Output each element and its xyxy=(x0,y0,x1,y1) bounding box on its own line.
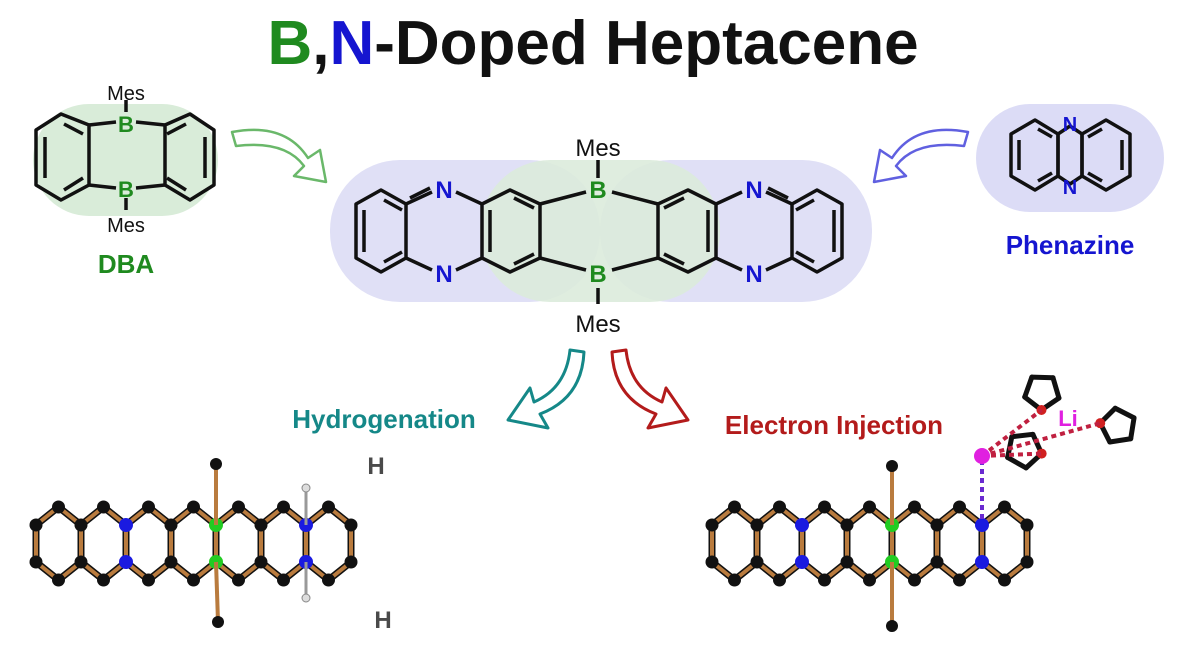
atom-c xyxy=(705,555,719,569)
title-rest: -Doped Heptacene xyxy=(374,9,918,78)
atom-c xyxy=(930,518,944,532)
center-mes-top: Mes xyxy=(575,135,620,162)
center-n-3: N xyxy=(745,177,762,204)
atom-c xyxy=(818,573,831,587)
dba-mes-top: Mes xyxy=(107,83,145,105)
atom-c xyxy=(930,555,944,569)
hydrogenation-arrow xyxy=(506,348,586,430)
atom-n xyxy=(795,518,809,532)
center-mes-bottom: Mes xyxy=(575,311,620,338)
atom-c xyxy=(750,518,764,532)
center-n-4: N xyxy=(745,261,762,288)
atom-c xyxy=(142,500,155,514)
dba-structure: B B Mes Mes xyxy=(33,83,218,237)
atom-n xyxy=(975,518,989,532)
atom-c xyxy=(908,573,921,587)
atom-c xyxy=(908,500,921,514)
dba-label: DBA xyxy=(98,249,155,279)
heptacene-structure: N N N N B B Mes Mes xyxy=(330,135,872,338)
phenazine-arrow xyxy=(872,128,970,184)
atom-c xyxy=(818,500,831,514)
atom-c xyxy=(840,555,854,569)
li-atom-label: Li xyxy=(1058,406,1078,431)
atom-c xyxy=(232,573,245,587)
atom-c xyxy=(773,573,786,587)
atom-c xyxy=(344,555,358,569)
atom-c xyxy=(840,518,854,532)
electron-injection-arrow xyxy=(610,348,690,430)
atom-c xyxy=(232,500,245,514)
dba-b-bottom: B xyxy=(118,177,134,202)
atom-n xyxy=(795,555,809,569)
crystal-hydrogenated xyxy=(29,458,358,628)
atom-c xyxy=(998,500,1011,514)
atom-c xyxy=(52,500,65,514)
center-n-2: N xyxy=(435,261,452,288)
atom-c xyxy=(863,573,876,587)
h-atom-top: H xyxy=(367,453,384,480)
atom-c xyxy=(705,518,719,532)
dba-arrow xyxy=(230,128,328,184)
atom-c xyxy=(29,555,43,569)
center-n-1: N xyxy=(435,177,452,204)
phenazine-n-bottom: N xyxy=(1063,177,1077,199)
atom-c xyxy=(277,500,290,514)
atom-c xyxy=(998,573,1011,587)
atom-c xyxy=(142,573,155,587)
atom-n xyxy=(119,518,133,532)
title: B,N-Doped Heptacene xyxy=(267,9,918,78)
title-comma: , xyxy=(312,9,329,78)
atom-c xyxy=(164,555,178,569)
phenazine-structure: N N xyxy=(976,104,1164,212)
atom-c xyxy=(164,518,178,532)
atom-c xyxy=(728,573,741,587)
atom-c xyxy=(254,518,268,532)
atom-c xyxy=(773,500,786,514)
atom-c xyxy=(52,573,65,587)
atom-c xyxy=(74,555,88,569)
atom-c xyxy=(344,518,358,532)
atom-c xyxy=(1020,555,1034,569)
phenazine-label: Phenazine xyxy=(1006,230,1135,260)
atom-c xyxy=(277,573,290,587)
center-b-top: B xyxy=(589,177,606,204)
atom-c xyxy=(863,500,876,514)
hydrogenation-label: Hydrogenation xyxy=(292,404,475,434)
phenazine-n-top: N xyxy=(1063,114,1077,136)
atom-c xyxy=(97,500,110,514)
dba-mes-bottom: Mes xyxy=(107,215,145,237)
atom-c xyxy=(97,573,110,587)
atom-c xyxy=(29,518,43,532)
atom-c xyxy=(187,500,200,514)
atom-c xyxy=(322,573,335,587)
crystal-reduced-li xyxy=(705,374,1137,632)
atom-c xyxy=(322,500,335,514)
atom-c xyxy=(728,500,741,514)
dba-b-top: B xyxy=(118,112,134,137)
atom-c xyxy=(187,573,200,587)
electron-injection-label: Electron Injection xyxy=(725,410,943,440)
title-b: B xyxy=(267,9,312,78)
title-n: N xyxy=(329,9,374,78)
atom-c xyxy=(953,500,966,514)
atom-n xyxy=(119,555,133,569)
atom-c xyxy=(74,518,88,532)
atom-n xyxy=(975,555,989,569)
atom-c xyxy=(953,573,966,587)
atom-c xyxy=(750,555,764,569)
atom-c xyxy=(1020,518,1034,532)
center-b-bottom: B xyxy=(589,261,606,288)
h-atom-bottom: H xyxy=(374,607,391,634)
atom-c xyxy=(254,555,268,569)
